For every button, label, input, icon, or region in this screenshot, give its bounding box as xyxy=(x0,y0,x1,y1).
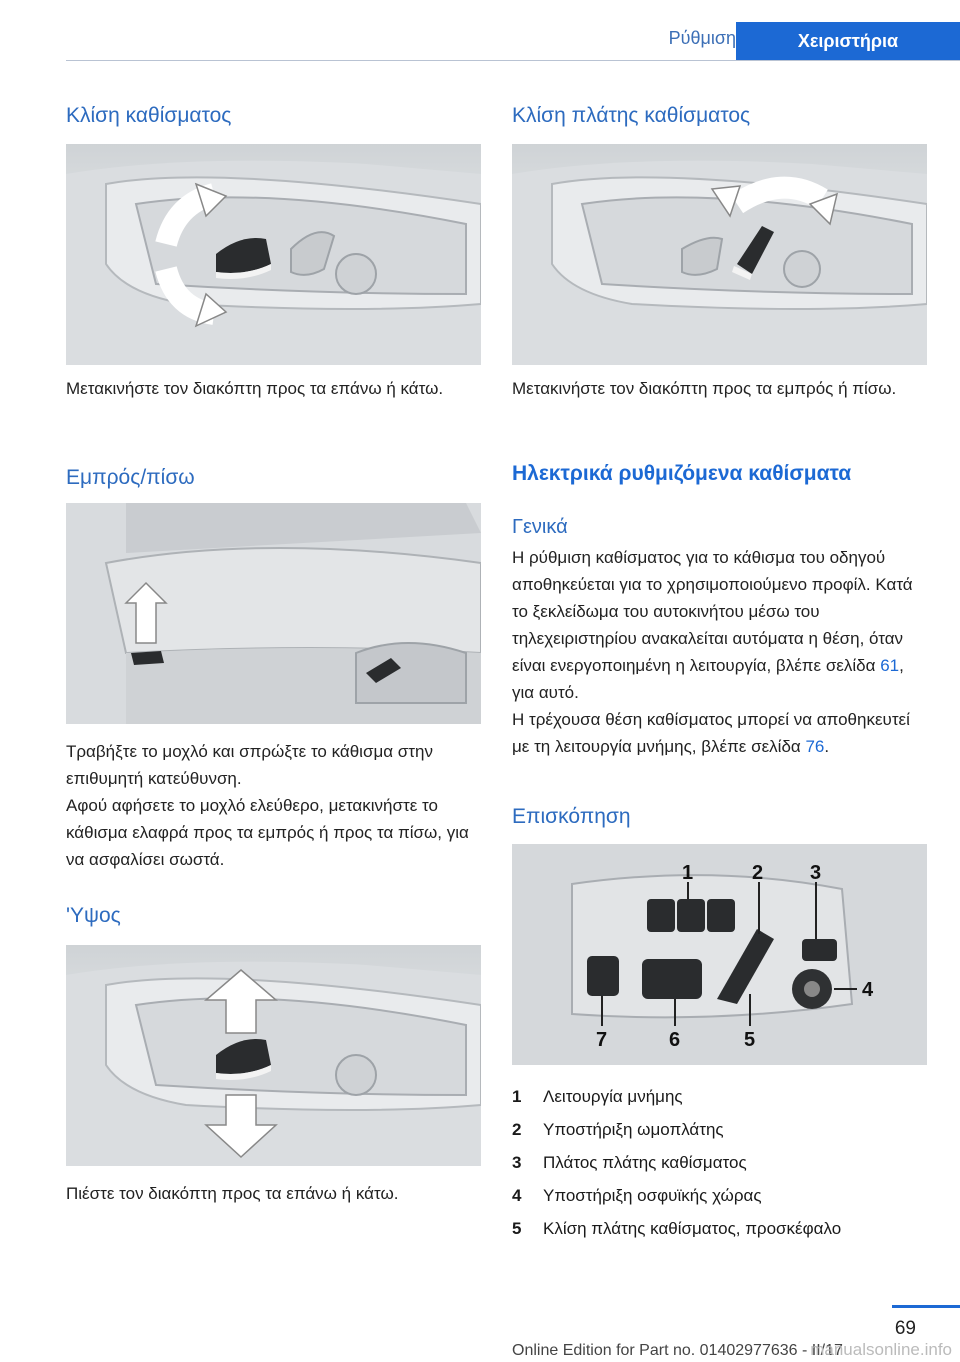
header-rule xyxy=(66,60,960,61)
page-link-61[interactable]: 61 xyxy=(880,656,900,675)
callout-1: 1 xyxy=(682,862,693,884)
general-text-b: Η τρέχουσα θέση καθίσματος μπορεί να απο… xyxy=(512,710,910,756)
section-tab[interactable]: Ρύθμιση xyxy=(668,28,736,48)
tilt-figure xyxy=(66,144,481,365)
tilt-text: Μετακινήστε τον διακόπτη προς τα επάνω ή… xyxy=(66,379,444,398)
page-number: 69 xyxy=(894,1318,916,1339)
forward-heading: Εμπρός/πίσω xyxy=(66,466,195,489)
page-link-76[interactable]: 76 xyxy=(805,737,825,756)
callout-2: 2 xyxy=(752,862,763,884)
height-text: Πιέστε τον διακόπτη προς τα επάνω ή κάτω… xyxy=(66,1184,399,1203)
general-text-a: Η ρύθμιση καθίσματος για το κάθισμα του … xyxy=(512,548,913,702)
callout-5: 5 xyxy=(744,1029,755,1051)
backrest-illustration xyxy=(512,160,927,365)
overview-heading: Επισκόπηση xyxy=(512,805,631,828)
height-illustration xyxy=(66,961,481,1166)
forward-figure xyxy=(66,503,481,724)
page-header: Ρύθμιση Χειριστήρια xyxy=(0,22,960,62)
callout-4: 4 xyxy=(862,979,874,1001)
chapter-tab[interactable]: Χειριστήρια xyxy=(736,22,960,61)
backrest-figure xyxy=(512,144,927,365)
overview-figure: 1 2 3 4 5 6 7 xyxy=(512,844,927,1065)
forward-illustration xyxy=(66,503,481,724)
backrest-heading: Κλίση πλάτης καθίσματος xyxy=(512,104,751,127)
tilt-illustration xyxy=(66,160,481,365)
general-heading: Γενικά xyxy=(512,516,568,538)
forward-text-2: Αφού αφήσετε το μοχλό ελεύθερο, μετακινή… xyxy=(66,796,469,869)
callout-6: 6 xyxy=(669,1029,680,1051)
backrest-text: Μετακινήστε τον διακόπτη προς τα εμπρός … xyxy=(512,379,897,398)
height-figure xyxy=(66,945,481,1166)
edition-note: Online Edition for Part no. 01402977636 … xyxy=(512,1342,843,1359)
watermark: manualsonline.info xyxy=(810,1340,952,1359)
footer-rule xyxy=(892,1305,960,1308)
tilt-heading: Κλίση καθίσματος xyxy=(66,104,232,127)
electric-heading: Ηλεκτρικά ρυθμιζόμενα καθίσματα xyxy=(512,462,852,485)
height-heading: 'Υψος xyxy=(66,904,121,927)
callout-7: 7 xyxy=(596,1029,607,1051)
forward-text-1: Τραβήξτε το μοχλό και σπρώξτε το κάθισμα… xyxy=(66,742,433,788)
overview-illustration: 1 2 3 4 5 6 7 xyxy=(512,844,927,1065)
callout-3: 3 xyxy=(810,862,821,884)
